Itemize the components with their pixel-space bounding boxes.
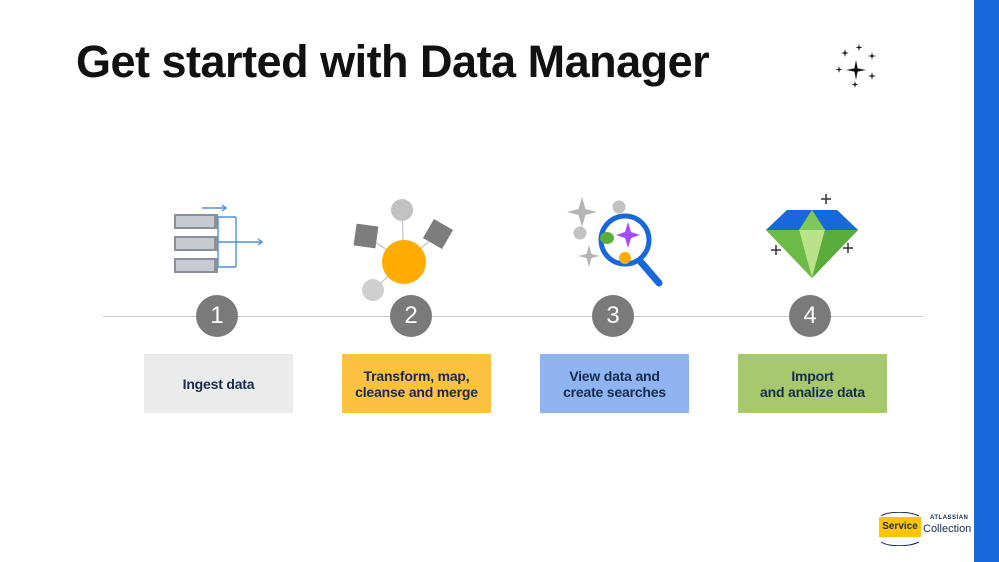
atlassian-service-collection-logo: Service ATLASSIAN Collection [875,512,975,546]
page-title: Get started with Data Manager [76,36,710,87]
step-card-transform: Transform, map, cleanse and merge [342,354,491,413]
accent-bar [974,0,999,562]
step-number-4: 4 [789,295,831,337]
step-label: Import and analize data [760,367,865,400]
ingest-data-icon [174,204,264,273]
step-number-2: 2 [390,295,432,337]
step-card-import: Import and analize data [738,354,887,413]
step-label: Transform, map, cleanse and merge [355,367,478,400]
timeline-line [103,316,923,317]
transform-nodes-icon [353,199,454,301]
step-number-1: 1 [196,295,238,337]
magnifier-search-icon [567,197,663,287]
product-name: Collection [923,523,972,535]
company-name: ATLASSIAN [930,515,969,521]
step-label: View data and create searches [563,367,666,400]
sparkles-icon [835,44,876,88]
orbit-icon [880,512,920,546]
service-badge: Service [879,517,921,537]
step-card-ingest: Ingest data [144,354,293,413]
step-card-view: View data and create searches [540,354,689,413]
step-label: Ingest data [182,375,255,392]
step-number-3: 3 [592,295,634,337]
gem-icon [766,194,858,278]
